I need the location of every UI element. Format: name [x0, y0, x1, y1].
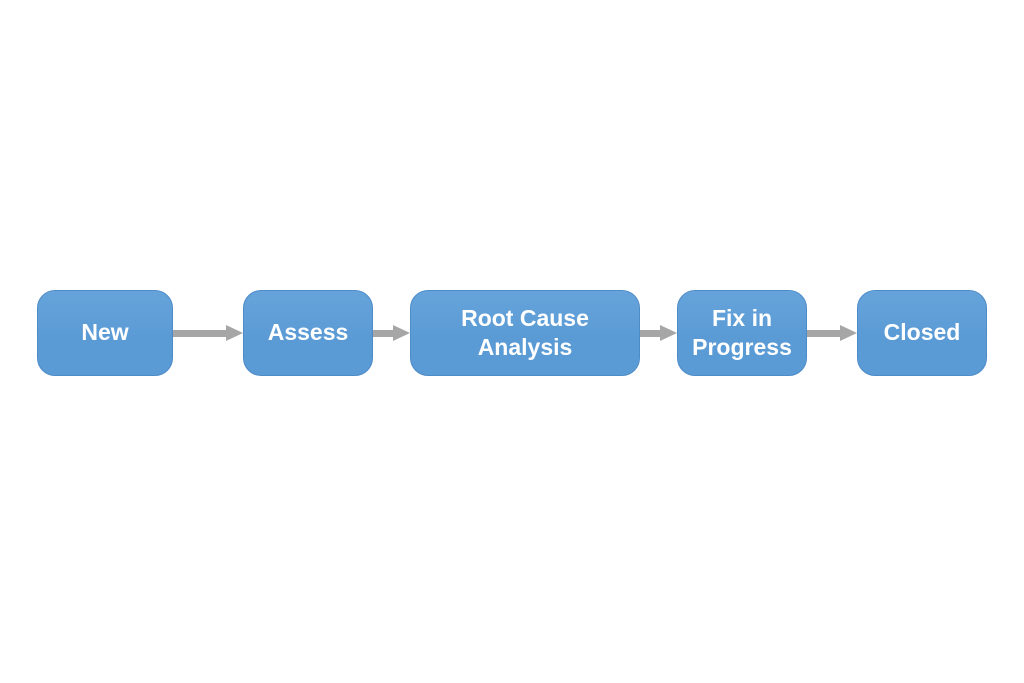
- flow-step-closed: Closed: [857, 290, 987, 376]
- flow-step-new: New: [37, 290, 173, 376]
- flow-step-label: Assess: [267, 319, 349, 346]
- flow-connector-arrow: [640, 290, 677, 376]
- arrow-shaft: [807, 329, 840, 337]
- arrow-right-icon: [660, 325, 677, 341]
- flow-step-fix-in-progress: Fix in Progress: [677, 290, 807, 376]
- flow-step-label: Closed: [883, 319, 961, 346]
- flow-step-assess: Assess: [243, 290, 373, 376]
- flow-row: New Assess Root Cause Analysis Fix in Pr…: [37, 290, 987, 376]
- flow-step-label: Fix in Progress: [692, 304, 792, 360]
- flow-step-label: New: [81, 319, 129, 346]
- arrow-right-icon: [393, 325, 410, 341]
- flow-step-label: Root Cause Analysis: [461, 304, 589, 360]
- flow-connector-arrow: [807, 290, 857, 376]
- arrow-shaft: [173, 329, 226, 337]
- flow-connector-arrow: [173, 290, 243, 376]
- flow-connector-arrow: [373, 290, 410, 376]
- flow-step-root-cause-analysis: Root Cause Analysis: [410, 290, 640, 376]
- arrow-shaft: [373, 329, 393, 337]
- arrow-shaft: [640, 329, 660, 337]
- arrow-right-icon: [840, 325, 857, 341]
- arrow-right-icon: [226, 325, 243, 341]
